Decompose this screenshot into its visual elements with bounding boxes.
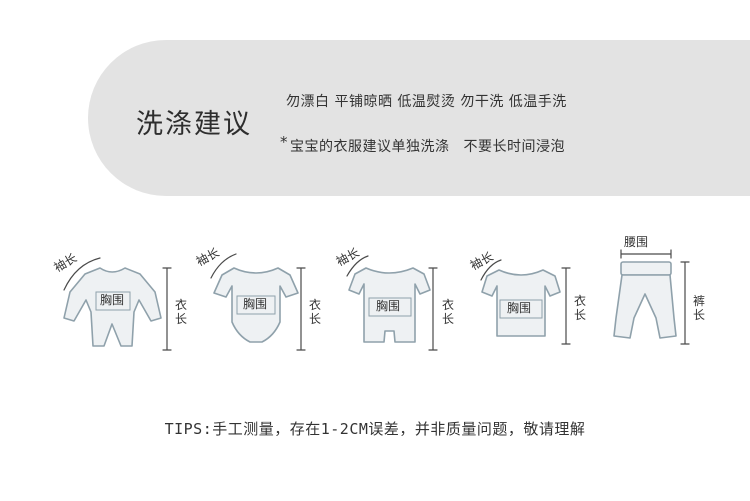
length-bracket-5 xyxy=(680,261,690,345)
chest-band-2 xyxy=(236,295,276,315)
care-note-part2: 不要长时间浸泡 xyxy=(463,139,565,155)
care-note-part1: 宝宝的衣服建议单独洗涤 xyxy=(290,139,450,155)
length-label-3: 衣长 xyxy=(441,298,454,326)
chest-label-1: 胸围 xyxy=(100,293,125,307)
chest-band-3 xyxy=(368,297,412,317)
pants-waistband-icon xyxy=(620,261,672,276)
care-rules: 勿漂白 平铺晾晒 低温熨烫 勿干洗 低温手洗 xyxy=(286,94,567,110)
length-bracket-1 xyxy=(162,267,172,351)
waist-label: 腰围 xyxy=(624,235,649,249)
sleeve-arc-2 xyxy=(210,253,237,279)
pants-icon xyxy=(613,274,677,339)
length-bracket-3 xyxy=(428,267,438,351)
waist-line xyxy=(620,249,672,259)
chest-band-4 xyxy=(499,299,543,319)
chest-label-4: 胸围 xyxy=(507,301,532,315)
romper-longsleeve-icon xyxy=(63,267,162,347)
length-label-2: 衣长 xyxy=(308,298,321,326)
tips-note: TIPS:手工测量，存在1-2CM误差，并非质量问题，敬请理解 xyxy=(164,420,586,438)
length-label-1: 衣长 xyxy=(174,298,187,326)
chest-label-3: 胸围 xyxy=(376,299,401,313)
sleeve-arc-1 xyxy=(63,257,101,291)
note-asterisk: * xyxy=(280,133,288,151)
sleeve-arc-4 xyxy=(480,259,502,281)
care-title: 洗涤建议 xyxy=(136,109,252,140)
chest-label-2: 胸围 xyxy=(243,297,268,311)
tshirt-icon xyxy=(481,269,561,337)
bodysuit-icon xyxy=(213,267,299,343)
length-bracket-2 xyxy=(296,267,306,351)
chest-band-1 xyxy=(95,291,131,311)
care-instructions-panel: 洗涤建议 勿漂白 平铺晾晒 低温熨烫 勿干洗 低温手洗 *宝宝的衣服建议单独洗涤… xyxy=(88,40,750,196)
sleeve-arc-3 xyxy=(346,255,369,277)
length-bracket-4 xyxy=(561,267,571,345)
pants-length-label: 裤长 xyxy=(692,294,705,322)
care-note: *宝宝的衣服建议单独洗涤不要长时间浸泡 xyxy=(280,133,565,156)
shortall-icon xyxy=(348,267,431,343)
length-label-4: 衣长 xyxy=(573,294,586,322)
